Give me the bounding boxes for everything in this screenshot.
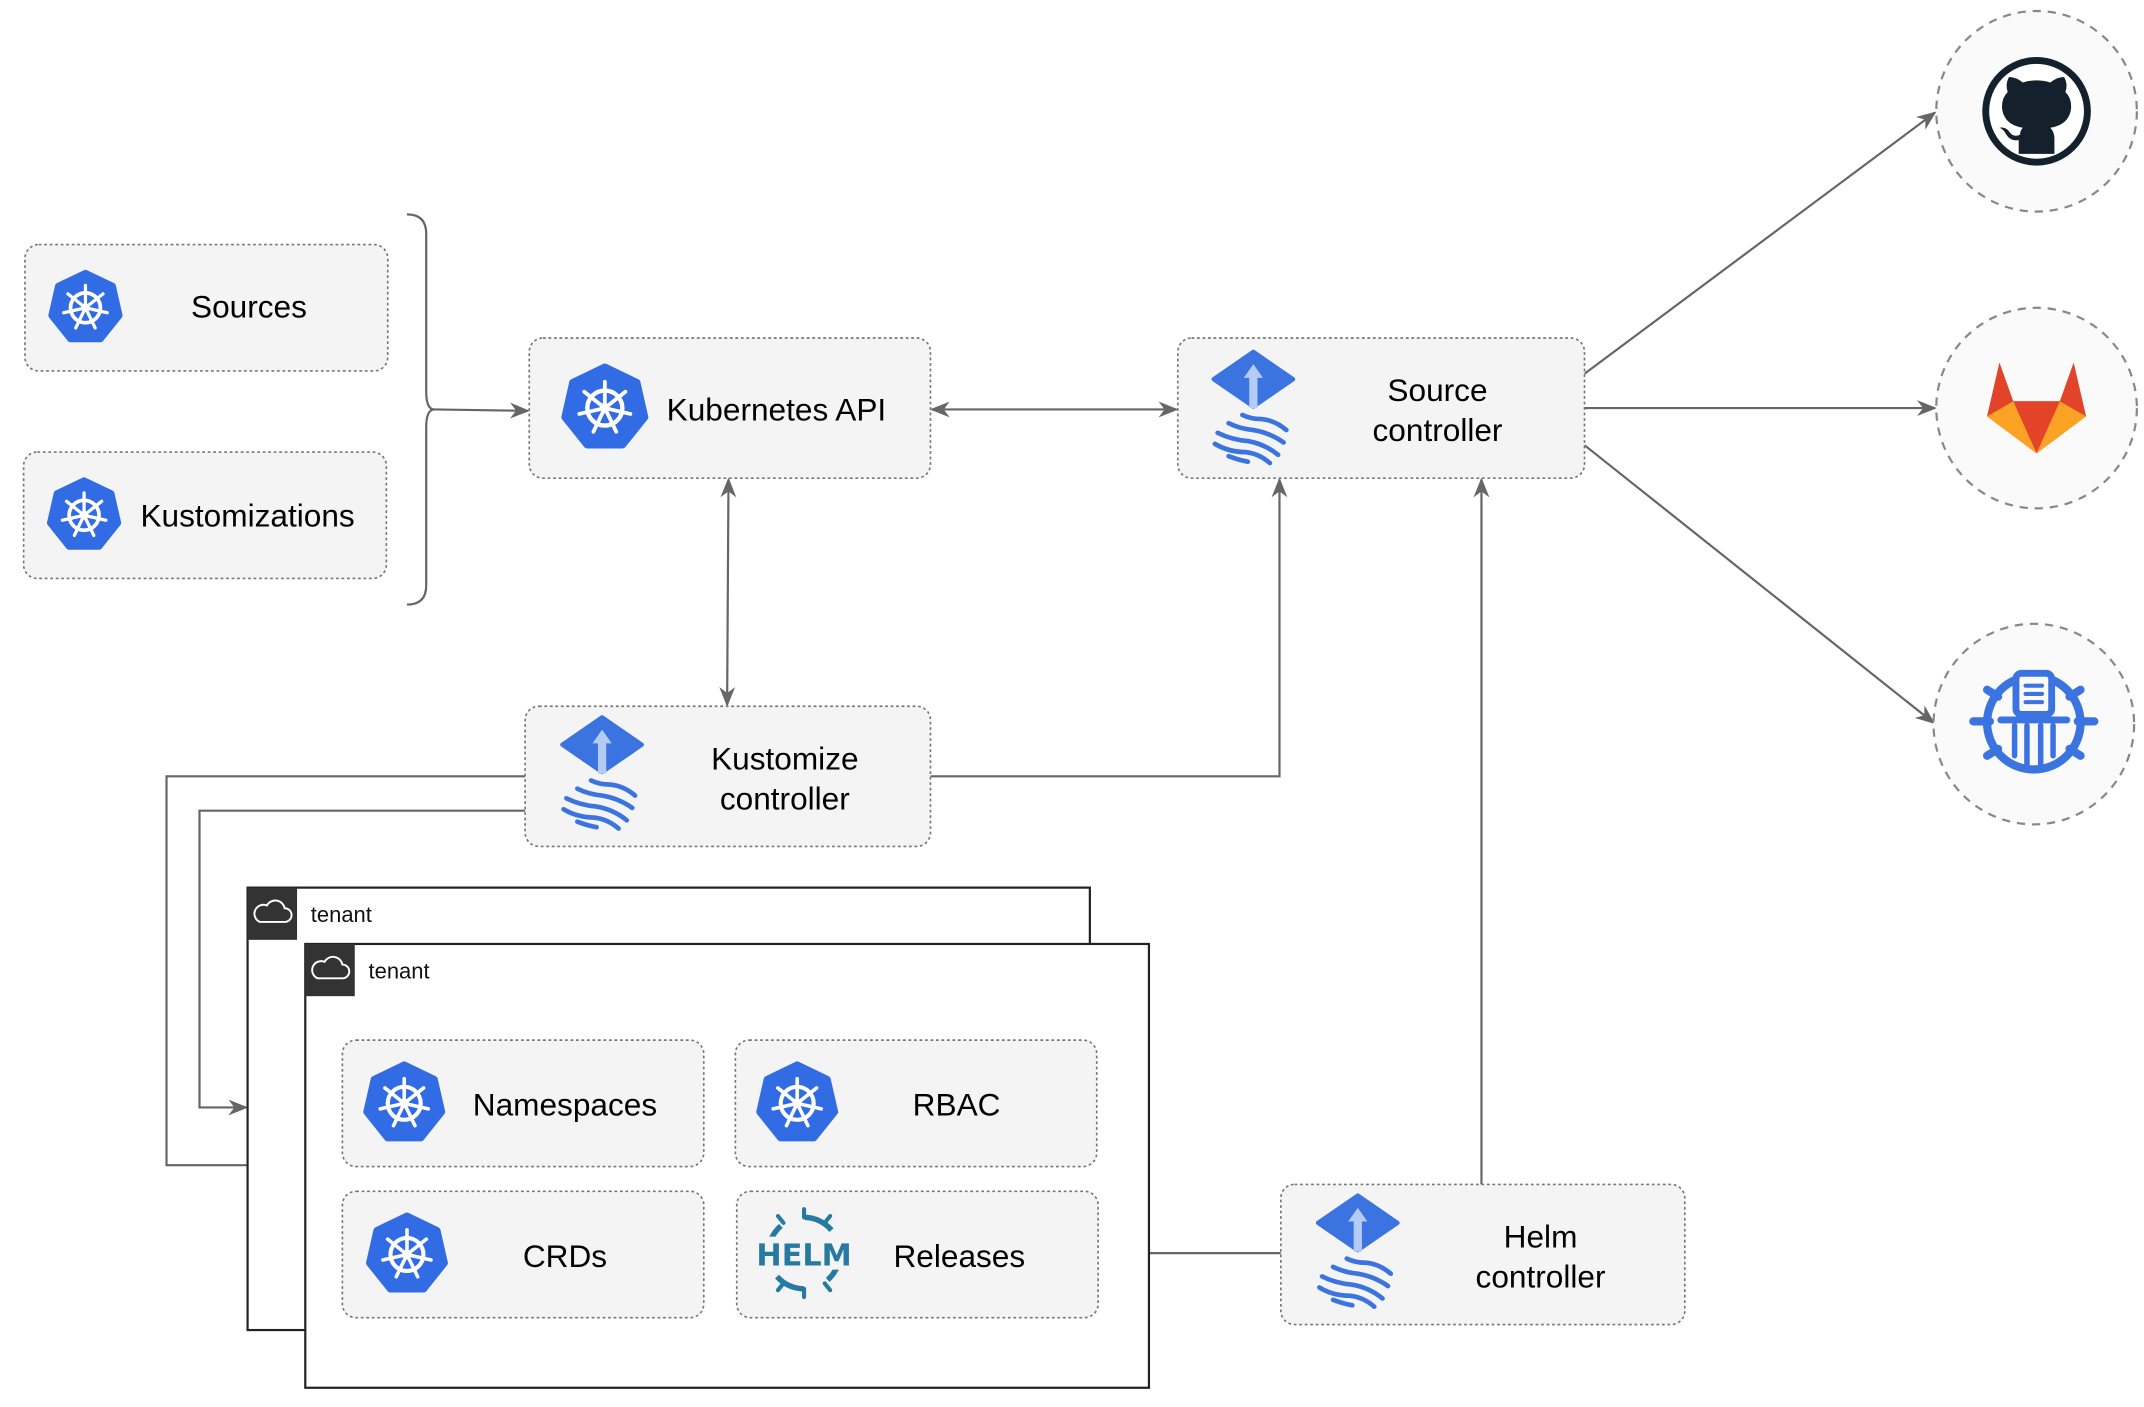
kubernetes-icon xyxy=(760,1065,835,1138)
namespaces-label: Namespaces xyxy=(473,1087,657,1123)
source-controller-label-line2: controller xyxy=(1373,412,1503,448)
helm-controller-label-line1: Helm xyxy=(1504,1219,1578,1255)
source-controller-node[interactable]: Source controller xyxy=(1176,337,1586,479)
tenant-label: tenant xyxy=(369,958,430,983)
kubernetes-icon xyxy=(50,480,118,546)
helm-controller-label-line2: controller xyxy=(1476,1258,1606,1294)
crds-node[interactable]: CRDs xyxy=(341,1190,705,1319)
helm-logo-text: HELM xyxy=(756,1238,851,1273)
crds-label: CRDs xyxy=(523,1238,607,1274)
kustomize-controller-label-line1: Kustomize xyxy=(711,740,858,776)
bucket-icon xyxy=(1969,669,2099,774)
kubernetes-api-node[interactable]: Kubernetes API xyxy=(528,337,932,479)
kubernetes-icon xyxy=(51,273,119,339)
cloud-icon xyxy=(246,886,299,941)
github-icon xyxy=(1982,57,2091,166)
bucket-source[interactable] xyxy=(1932,622,2136,826)
edge-source-to-github xyxy=(1583,111,1937,375)
edge-kubernetes-api-kustomize-controller xyxy=(719,477,737,707)
edge-kustomize-to-source-controller xyxy=(930,477,1288,778)
brace xyxy=(406,213,435,606)
kustomize-controller-node[interactable]: Kustomize controller xyxy=(524,705,932,848)
kustomizations-label: Kustomizations xyxy=(140,497,354,533)
kubernetes-icon xyxy=(369,1216,444,1289)
releases-node[interactable]: HELM Releases xyxy=(735,1190,1099,1319)
tenant-label: tenant xyxy=(311,902,372,927)
sources-node[interactable]: Sources xyxy=(24,243,389,372)
edge-kustomize-to-tenant-front xyxy=(165,775,526,1174)
helm-icon: HELM xyxy=(755,1207,853,1300)
cloud-icon xyxy=(304,942,356,998)
kustomize-controller-label-line2: controller xyxy=(720,780,850,816)
edge-brace-to-kubernetes-api xyxy=(434,402,530,419)
kustomizations-node[interactable]: Kustomizations xyxy=(22,451,388,580)
rbac-label: RBAC xyxy=(913,1087,1001,1123)
namespaces-node[interactable]: Namespaces xyxy=(341,1039,705,1168)
kubernetes-api-label: Kubernetes API xyxy=(667,391,887,427)
kubernetes-icon xyxy=(367,1065,442,1138)
releases-label: Releases xyxy=(893,1238,1025,1274)
gitlab-icon xyxy=(1987,362,2087,454)
rbac-node[interactable]: RBAC xyxy=(734,1039,1098,1168)
edge-kustomize-to-tenant-back xyxy=(198,809,526,1116)
sources-label: Sources xyxy=(191,288,307,324)
gitlab-source[interactable] xyxy=(1935,306,2138,510)
helm-controller-node[interactable]: Helm controller xyxy=(1280,1183,1686,1326)
github-source[interactable] xyxy=(1935,9,2138,213)
kubernetes-icon xyxy=(565,367,645,445)
edge-source-to-bucket xyxy=(1583,444,1936,724)
tenant-front[interactable]: tenant Namespaces RBAC CRDs xyxy=(304,942,1151,1389)
source-controller-label-line1: Source xyxy=(1387,372,1487,408)
